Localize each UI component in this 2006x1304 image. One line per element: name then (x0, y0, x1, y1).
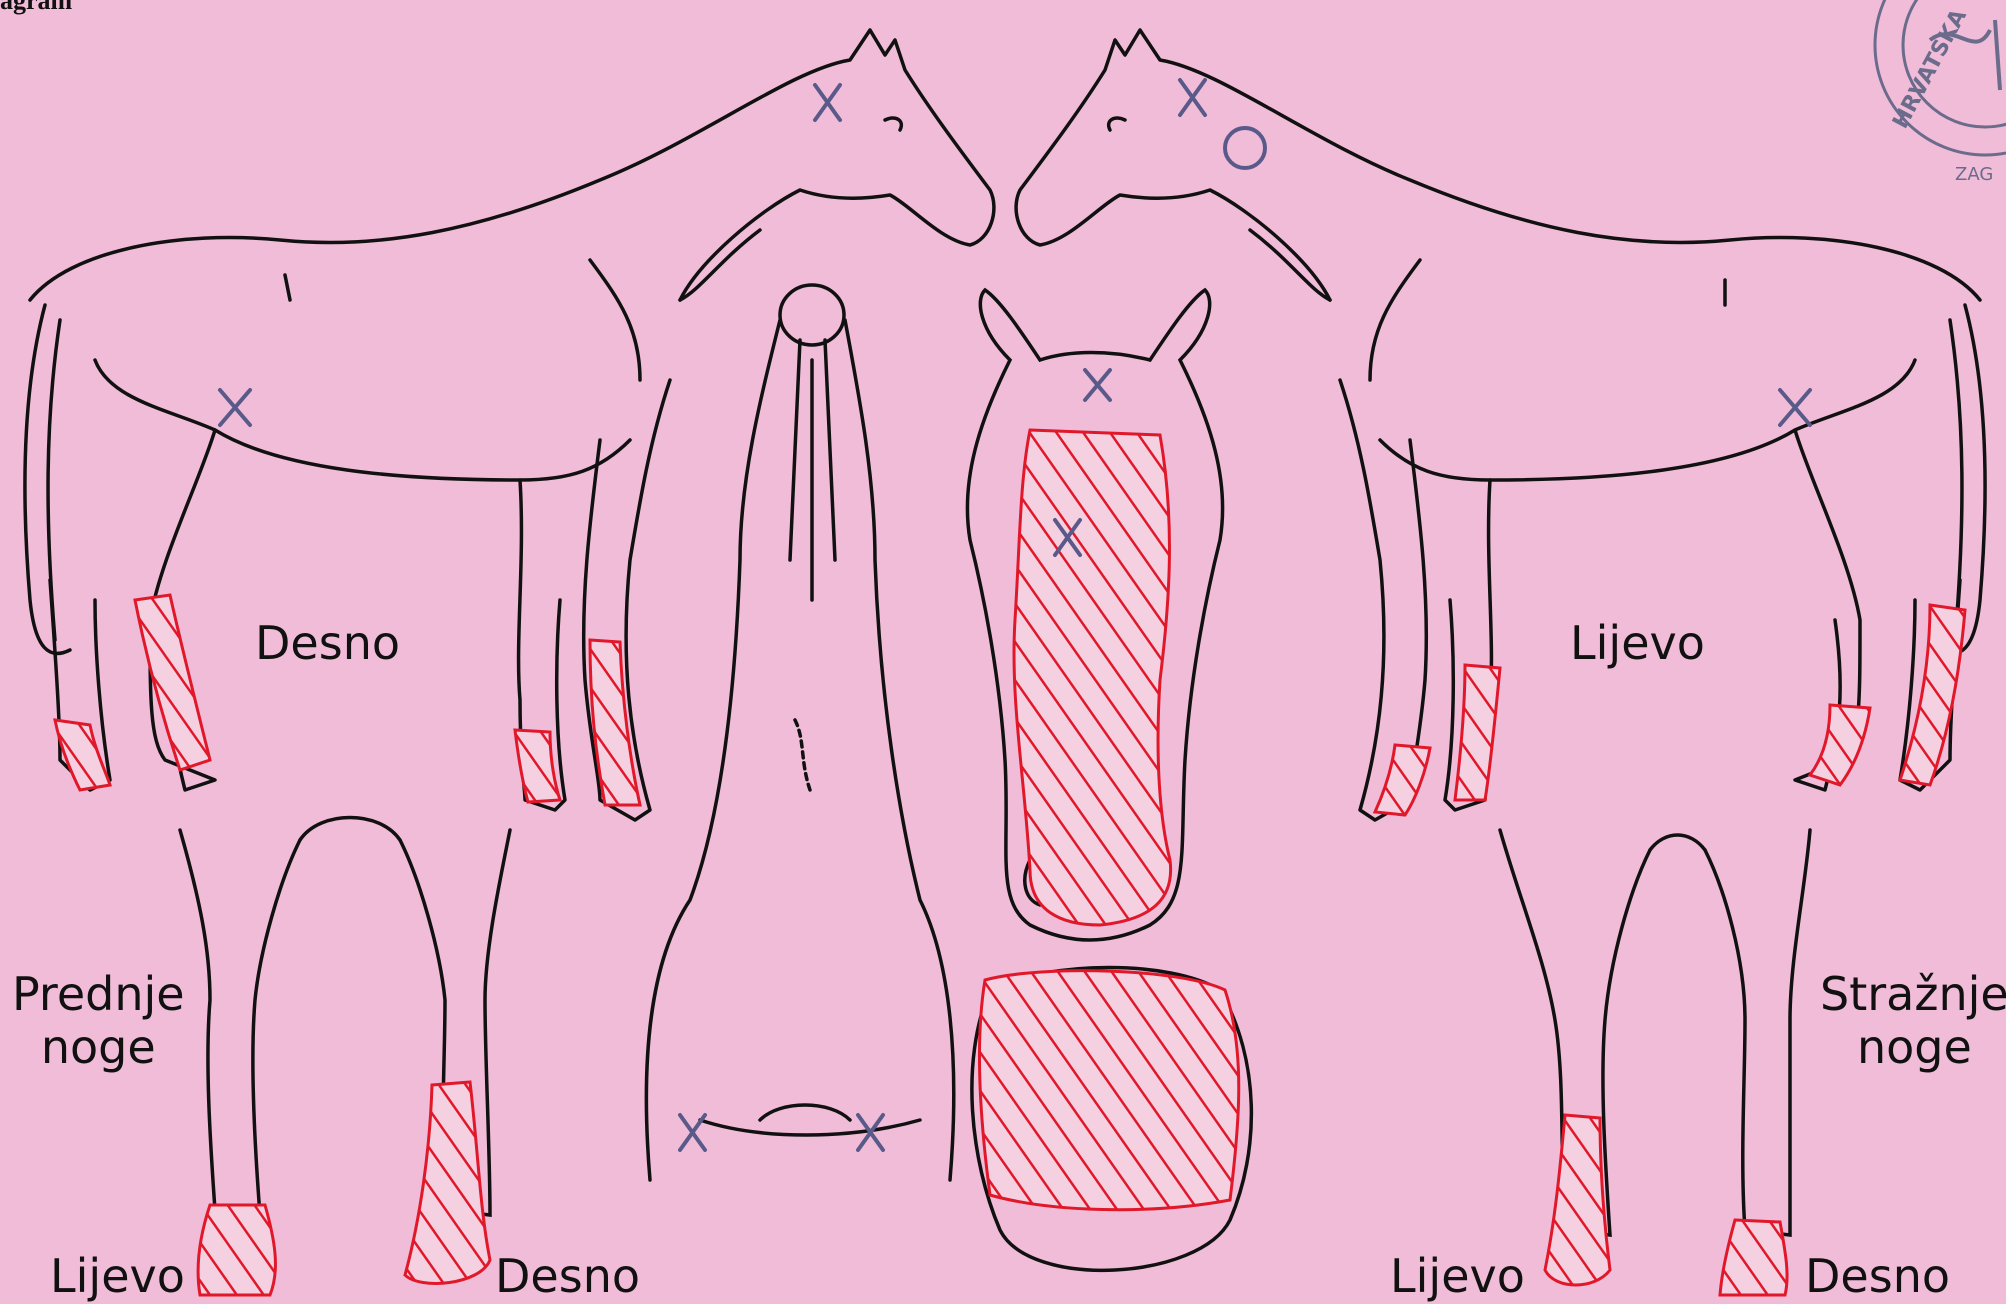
front-legs-arch (300, 818, 400, 841)
whorl-forehead (1085, 370, 1110, 400)
whorl-circled-mark (1225, 128, 1265, 168)
white-markings (55, 430, 1965, 1295)
left-horse-back-outline (30, 30, 994, 300)
whorl-right-horse-neck (1180, 80, 1205, 115)
label-front-legs-line1: Prednje (12, 968, 185, 1021)
right-horse-back-outline (1016, 30, 1980, 300)
marking-front-left-leg (198, 1205, 275, 1295)
neck-outline (646, 320, 953, 1180)
marking-front-right-leg (405, 1082, 490, 1283)
label-hind-left: Lijevo (1390, 1250, 1525, 1303)
neck-chest-view (646, 285, 953, 1180)
label-hind-legs-line1: Stražnje (1820, 968, 2006, 1021)
whorl-left-horse-neck (815, 85, 840, 120)
label-front-left: Lijevo (50, 1250, 185, 1303)
right-horse-eye (1109, 118, 1125, 130)
right-horse-belly-outline (1380, 430, 1795, 480)
marking-hind-left-leg (1545, 1115, 1610, 1285)
label-hind-legs-line2: noge (1820, 1021, 2006, 1074)
label-front-legs: Prednje noge (12, 968, 185, 1074)
neck-inner-lines (790, 340, 835, 600)
stamp-text: HRVATSKA (1888, 5, 1972, 133)
whorl-right-horse-stifle (1780, 390, 1810, 425)
right-horse-neck-line (1250, 230, 1420, 380)
marking-hind-right-leg (1720, 1220, 1787, 1295)
left-horse-neck-line (590, 230, 760, 380)
marking-right-horse-fore-near (1455, 665, 1500, 800)
marking-right-horse-hind-far (1810, 705, 1870, 785)
hind-legs-arch (1650, 835, 1705, 850)
chest-outline (700, 1105, 920, 1135)
label-left-side: Desno (255, 617, 400, 670)
neck-crease (795, 720, 810, 790)
label-hind-right: Desno (1805, 1250, 1950, 1303)
hind-legs-view (1500, 830, 1810, 1235)
label-hind-legs: Stražnje noge (1820, 968, 2006, 1074)
left-horse-eye (885, 118, 901, 130)
right-horse-side-view (1016, 30, 1985, 820)
left-horse-flank-mark (285, 275, 290, 300)
whorl-chest-left (680, 1115, 705, 1150)
marking-left-horse-hind-near (135, 595, 210, 770)
left-horse-tail (25, 305, 70, 653)
marking-muzzle (980, 971, 1239, 1210)
front-left-leg (180, 830, 300, 1215)
stamp-partial-text: ZAG (1955, 164, 1993, 185)
official-stamp: HRVATSKA ZAG (1875, 0, 2006, 185)
marking-blaze (1014, 430, 1171, 925)
marking-right-horse-fore-far (1375, 745, 1430, 815)
hind-right-leg (1705, 830, 1810, 1235)
left-horse-belly-outline (215, 430, 630, 480)
whorl-left-horse-stifle (220, 390, 250, 425)
label-front-right: Desno (495, 1250, 640, 1303)
marking-left-horse-fore-far (515, 730, 560, 802)
neck-top-ellipse (780, 285, 844, 345)
right-horse-tail (1940, 305, 1985, 653)
label-right-side: Lijevo (1570, 617, 1705, 670)
label-front-legs-line2: noge (12, 1021, 185, 1074)
